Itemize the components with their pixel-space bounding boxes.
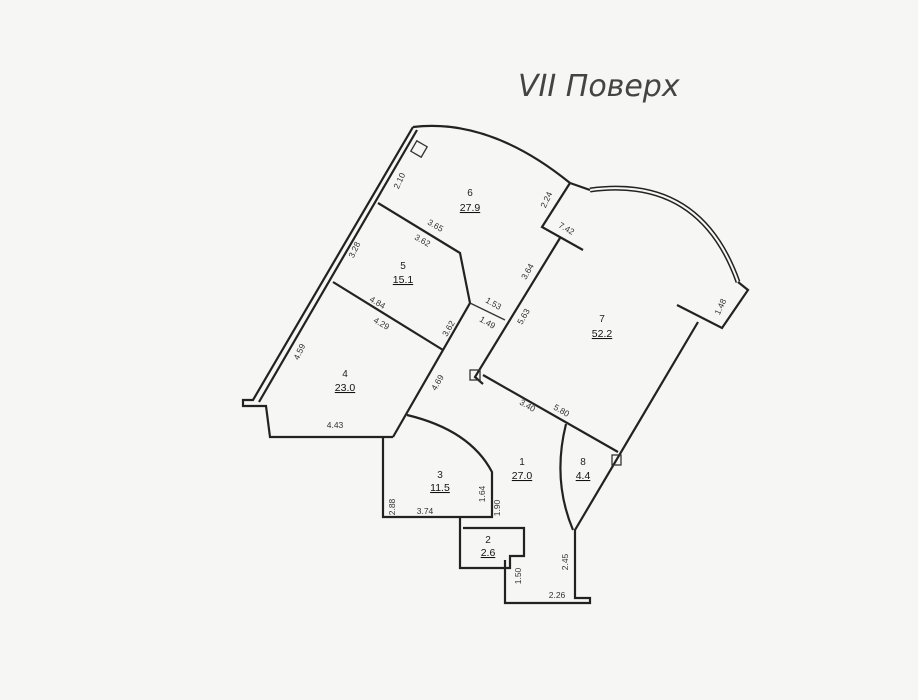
room-2-walls <box>458 517 526 570</box>
room-3-walls <box>381 413 494 519</box>
dimension: 2.24 <box>538 190 554 209</box>
walls <box>241 124 750 605</box>
svg-text:5: 5 <box>400 261 406 272</box>
dimension: 2.88 <box>387 498 397 515</box>
dimension: 2.26 <box>549 590 566 600</box>
dimension: 3.40 <box>518 397 538 414</box>
svg-text:8: 8 <box>580 457 586 468</box>
svg-text:4.4: 4.4 <box>576 470 591 482</box>
dimension: 4.69 <box>429 373 446 393</box>
dimension: 1.50 <box>513 567 523 584</box>
svg-text:23.0: 23.0 <box>335 382 356 394</box>
room-1: 127.0 <box>512 457 533 482</box>
outer-wall-left <box>241 126 418 439</box>
svg-text:2: 2 <box>485 535 491 546</box>
dimension: 7.42 <box>557 220 577 237</box>
bay-window <box>589 185 741 283</box>
svg-text:27.0: 27.0 <box>512 470 533 482</box>
wall-4-5 <box>332 281 444 351</box>
dimension: 1.49 <box>478 314 498 331</box>
svg-text:15.1: 15.1 <box>393 274 414 286</box>
dimension: 3.65 <box>426 217 446 234</box>
dimension: 4.59 <box>291 342 307 361</box>
svg-text:52.2: 52.2 <box>592 328 613 340</box>
svg-text:1: 1 <box>519 457 525 468</box>
wall-6-7 <box>473 182 584 385</box>
room-7: 752.2 <box>592 314 613 340</box>
wall-7-1 <box>482 374 619 453</box>
dimension: 3.74 <box>417 506 434 516</box>
dimension: 1.64 <box>477 485 487 502</box>
facade-curve <box>412 124 571 184</box>
room-8-door-arc <box>559 423 575 531</box>
room-labels: 127.0 22.6 311.5 423.0 515.1 627.9 752.2… <box>335 188 613 559</box>
svg-text:4: 4 <box>342 369 348 380</box>
wall-corridor-left <box>377 202 472 438</box>
room-8: 84.4 <box>576 457 591 482</box>
room-2: 22.6 <box>481 535 496 559</box>
dimension: 2.45 <box>560 553 570 570</box>
dimension: 1.48 <box>712 297 728 316</box>
dimension: 2.10 <box>391 171 407 190</box>
room-6: 627.9 <box>460 188 481 214</box>
floor-title: VII Поверх <box>518 69 680 104</box>
room-3: 311.5 <box>430 470 450 494</box>
svg-text:2.6: 2.6 <box>481 547 496 559</box>
svg-text:27.9: 27.9 <box>460 202 481 214</box>
room-4: 423.0 <box>335 369 356 394</box>
svg-text:6: 6 <box>467 188 473 199</box>
svg-text:11.5: 11.5 <box>430 482 450 494</box>
dimension: 1.53 <box>484 295 504 312</box>
svg-text:7: 7 <box>599 314 605 325</box>
svg-text:3: 3 <box>437 470 443 481</box>
dimension: 4.43 <box>327 420 344 430</box>
room-5: 515.1 <box>393 261 414 286</box>
dimension: 3.64 <box>519 262 536 282</box>
dimension: 1.90 <box>492 499 502 516</box>
dimension: 3.28 <box>346 240 362 259</box>
